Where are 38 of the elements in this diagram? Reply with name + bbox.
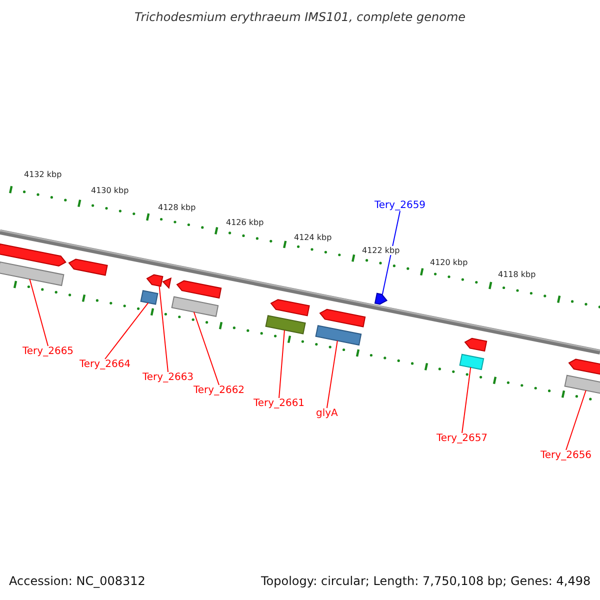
gene-bar <box>564 374 600 396</box>
scale-label: 4124 kbp <box>294 233 332 242</box>
scale-label: 4122 kbp <box>362 246 400 255</box>
scale-label: 4120 kbp <box>430 258 468 267</box>
scale-label: 4118 kbp <box>498 270 536 279</box>
leader-line <box>566 390 586 450</box>
leader-line <box>158 286 169 372</box>
scale-label: 4126 kbp <box>226 218 264 227</box>
gene-label: Tery_2661 <box>254 398 305 409</box>
leader-line <box>29 278 49 346</box>
title: Trichodesmium erythraeum IMS101, complete genome <box>133 10 467 24</box>
gene-marker <box>374 292 388 305</box>
scale-label: 4132 kbp <box>24 170 62 179</box>
gene-label: Tery_2656 <box>540 450 592 461</box>
gene-bar <box>0 261 64 286</box>
gene-label: Tery_2662 <box>194 385 245 396</box>
leader-line <box>104 302 149 360</box>
gene-bar <box>315 325 362 346</box>
leader-line <box>382 210 401 295</box>
leader-line <box>278 330 285 398</box>
gene-bar <box>459 354 484 370</box>
gene-label: Tery_2665 <box>22 346 74 357</box>
leader-line <box>326 340 338 408</box>
leader-line <box>462 366 472 434</box>
gene-bar <box>265 315 306 334</box>
gene-marker <box>146 274 164 287</box>
gene-label: glyA <box>316 408 338 419</box>
footer-text: Accession: NC_008312 <box>9 574 146 588</box>
footer-text: Topology: circular; Length: 7,750,108 bp; Genes: 4,498 <box>261 574 591 588</box>
scale-label: 4130 kbp <box>91 186 129 195</box>
gene-bar <box>171 296 219 317</box>
gene-label: Tery_2664 <box>80 359 131 370</box>
leader-line <box>193 312 220 386</box>
gene-label: Tery_2659 <box>374 200 426 211</box>
gene-bar <box>140 290 158 305</box>
gene-label: Tery_2657 <box>436 433 488 444</box>
scale-label: 4128 kbp <box>158 203 196 212</box>
gene-label: Tery_2663 <box>142 372 194 383</box>
